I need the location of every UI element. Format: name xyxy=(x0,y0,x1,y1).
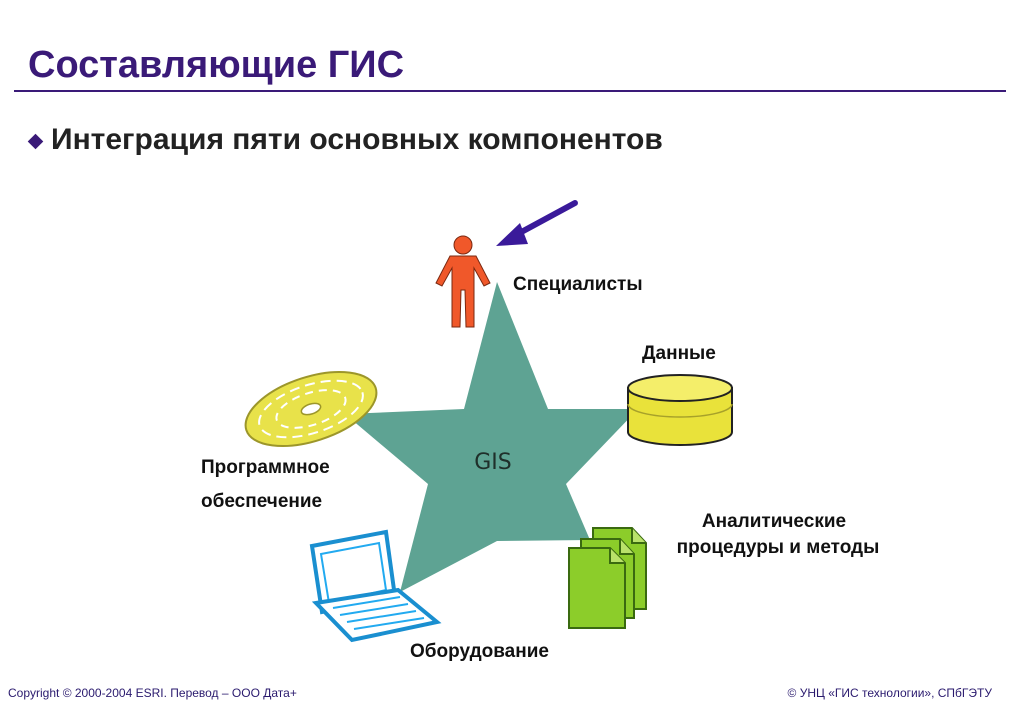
documents-icon xyxy=(568,527,647,629)
specialists-label: Специалисты xyxy=(513,274,643,295)
star-shape xyxy=(345,282,638,592)
methods-label-line1: Аналитические xyxy=(701,511,847,532)
page-title: Составляющие ГИС xyxy=(28,44,405,86)
bullet-item: Интеграция пяти основных компонентов xyxy=(27,123,663,157)
software-label-line1: Программное xyxy=(201,457,330,478)
title-divider xyxy=(14,90,1006,92)
hardware-label: Оборудование xyxy=(410,641,549,662)
footer-copyright: Copyright © 2000-2004 ESRI. Перевод – ОО… xyxy=(8,686,297,700)
software-label-line2: обеспечение xyxy=(201,491,323,512)
footer-credit: © УНЦ «ГИС технологии», СПбГЭТУ xyxy=(787,686,992,700)
person-icon xyxy=(435,235,491,328)
database-icon xyxy=(627,374,733,446)
gis-center-label: GIS xyxy=(474,450,512,475)
arrow-icon xyxy=(496,200,578,246)
bullet-text: Интеграция пяти основных компонентов xyxy=(51,123,663,156)
laptop-icon xyxy=(309,529,442,643)
data-label: Данные xyxy=(642,343,716,364)
disc-icon xyxy=(244,371,378,447)
methods-label-line2: процедуры и методы xyxy=(676,537,880,558)
